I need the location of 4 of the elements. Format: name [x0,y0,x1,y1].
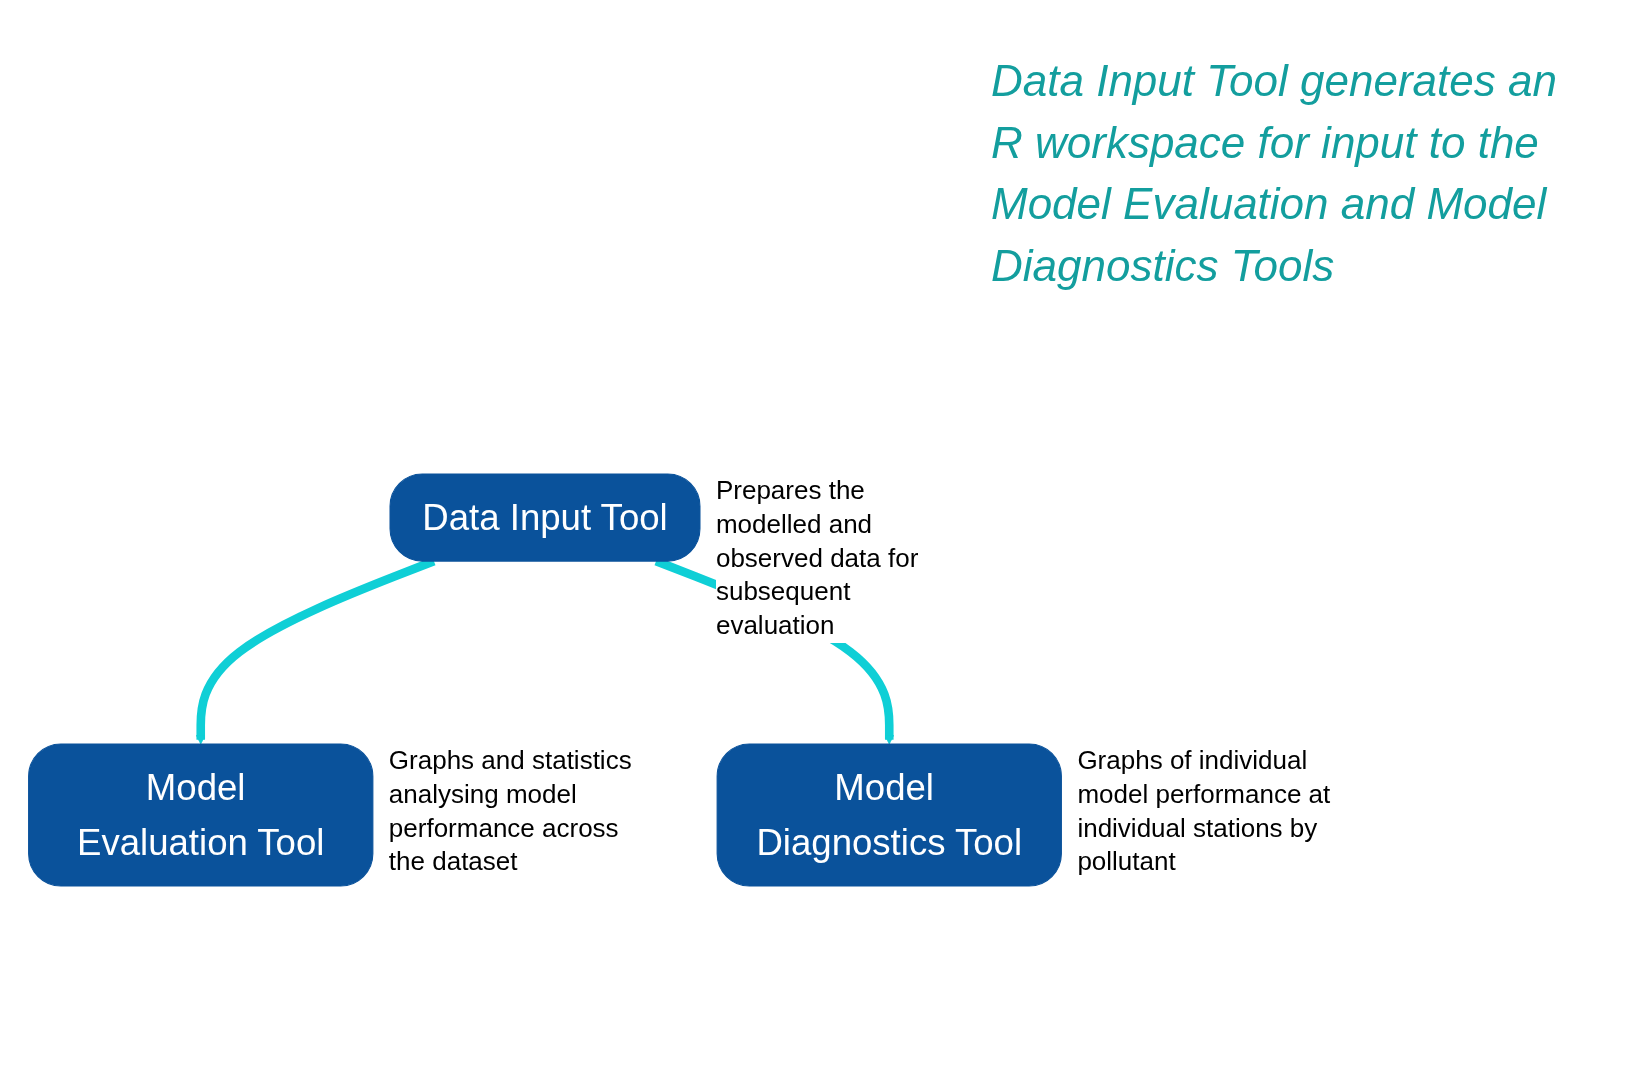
node-box: Data Input Tool [389,473,701,562]
node-box: Model Diagnostics Tool [716,743,1062,887]
note-text: Data Input Tool generates an R workspace for input to the Model Evaluation and Model Diagnostics Tools [991,55,1558,292]
node-box: Model Evaluation Tool [28,743,374,887]
